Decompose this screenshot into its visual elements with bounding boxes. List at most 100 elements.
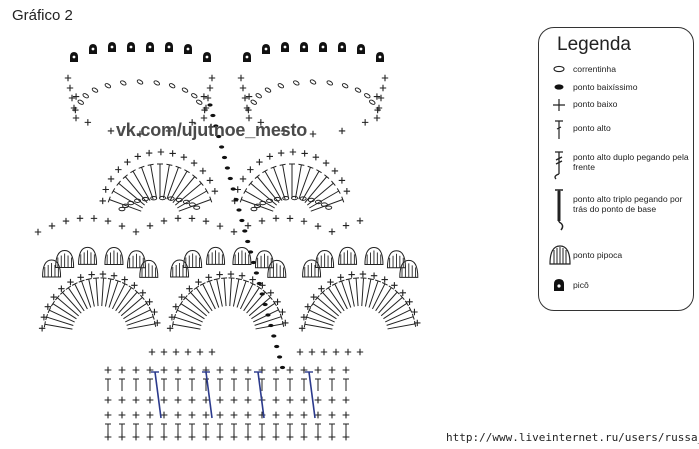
- slip-stitch: [213, 124, 219, 128]
- dc-stitch: [169, 169, 190, 201]
- sc-stitch: [298, 325, 306, 332]
- dc-stitch: [71, 282, 88, 310]
- sc-stitch: [314, 396, 322, 404]
- sc-stitch: [361, 119, 369, 126]
- picot-hole: [359, 47, 363, 51]
- sc-stitch: [146, 433, 154, 441]
- sc-stitch: [343, 188, 351, 195]
- sc-stitch: [118, 222, 126, 230]
- sc-stitch: [70, 104, 78, 112]
- post-stitch: [154, 371, 162, 419]
- sc-stitch: [188, 396, 196, 404]
- dc-stitch: [166, 165, 182, 200]
- sc-stitch: [256, 158, 263, 166]
- sc-stitch: [314, 366, 322, 374]
- legend-box: Legenda correntinha ponto baixíssimo pon…: [538, 27, 694, 311]
- slip-stitch: [236, 208, 242, 212]
- sc-stitch: [118, 411, 126, 419]
- dc-stitch: [310, 300, 337, 320]
- sc-stitch: [320, 348, 328, 356]
- dc-stitch: [104, 277, 114, 307]
- footer-url[interactable]: http://www.liveinternet.ru/users/russa_n…: [446, 431, 699, 444]
- dc-stitch: [383, 300, 409, 320]
- dc-stitch: [246, 289, 268, 314]
- chain-stitch: [250, 99, 257, 105]
- dc-stitch: [262, 169, 283, 201]
- dc-stitch: [386, 313, 415, 326]
- sc-stitch: [286, 433, 294, 441]
- sc-stitch: [99, 197, 106, 205]
- slip-stitch: [279, 365, 286, 370]
- plus-cross-icon: [547, 99, 571, 111]
- sc-stitch: [157, 148, 165, 156]
- sc-stitch: [247, 166, 254, 173]
- slip-stitch: [259, 292, 265, 296]
- sc-stitch: [186, 285, 193, 292]
- sc-stitch: [286, 396, 294, 404]
- dc-stitch: [161, 378, 167, 391]
- sc-stitch: [282, 319, 289, 327]
- slip-stitch: [224, 166, 230, 170]
- sc-stitch: [110, 272, 118, 279]
- sc-stitch: [328, 228, 336, 235]
- sc-stitch: [121, 276, 128, 283]
- slip-stitch: [265, 313, 271, 317]
- dc-stitch: [107, 196, 142, 212]
- sc-stitch: [373, 114, 381, 122]
- sc-stitch: [272, 411, 280, 419]
- picot-hole: [129, 45, 133, 49]
- chain-stitch: [182, 199, 190, 205]
- dc-stitch: [368, 279, 382, 308]
- legend-label: ponto baixo: [573, 99, 618, 109]
- slip-stitch: [274, 344, 280, 349]
- sc-stitch: [48, 222, 56, 230]
- sc-stitch: [115, 166, 122, 173]
- chain-stitch: [291, 195, 299, 201]
- dc-stitch: [303, 321, 333, 330]
- sc-stitch: [136, 130, 144, 138]
- popcorn-stitch: [170, 259, 190, 278]
- chain-stitch: [120, 80, 127, 86]
- dc-stitch: [301, 378, 307, 391]
- chain-stitch: [196, 99, 203, 105]
- sc-stitch: [318, 285, 325, 292]
- sc-stitch: [107, 127, 115, 135]
- sc-stitch: [309, 130, 317, 138]
- chain-stitch: [299, 196, 307, 201]
- sc-stitch: [180, 153, 188, 161]
- dc-stitch: [240, 282, 256, 310]
- post-stitch: [257, 371, 265, 419]
- sc-stitch: [206, 84, 214, 92]
- popcorn-stitch: [364, 246, 384, 265]
- sc-stitch: [272, 396, 280, 404]
- chain-stitch: [277, 83, 285, 89]
- dc-stitch: [133, 378, 139, 391]
- sc-stitch: [118, 433, 126, 441]
- sc-stitch: [230, 366, 238, 374]
- sc-stitch: [244, 366, 252, 374]
- popcorn-stitch: [206, 246, 226, 265]
- dc-stitch: [301, 169, 322, 201]
- picot-hole: [91, 47, 95, 51]
- sc-stitch: [230, 433, 238, 441]
- sc-stitch: [131, 282, 138, 289]
- sc-stitch: [90, 215, 98, 222]
- sc-stitch: [239, 175, 247, 183]
- dc-stitch: [231, 378, 237, 391]
- sc-stitch: [132, 433, 140, 441]
- sc-stitch: [359, 270, 367, 278]
- sc-stitch: [244, 433, 252, 441]
- sc-stitch: [174, 411, 182, 419]
- sc-stitch: [342, 366, 350, 374]
- chain-stitch: [320, 202, 328, 207]
- sc-stitch: [286, 411, 294, 419]
- dc-stitch: [315, 378, 321, 391]
- sc-stitch: [338, 177, 346, 184]
- chain-stitch: [77, 99, 84, 105]
- sc-stitch: [34, 228, 42, 236]
- sc-stitch: [300, 411, 308, 419]
- sc-stitch: [310, 293, 317, 301]
- sc-stitch: [344, 348, 352, 356]
- sc-stitch: [124, 158, 131, 166]
- dc-stitch: [289, 163, 295, 198]
